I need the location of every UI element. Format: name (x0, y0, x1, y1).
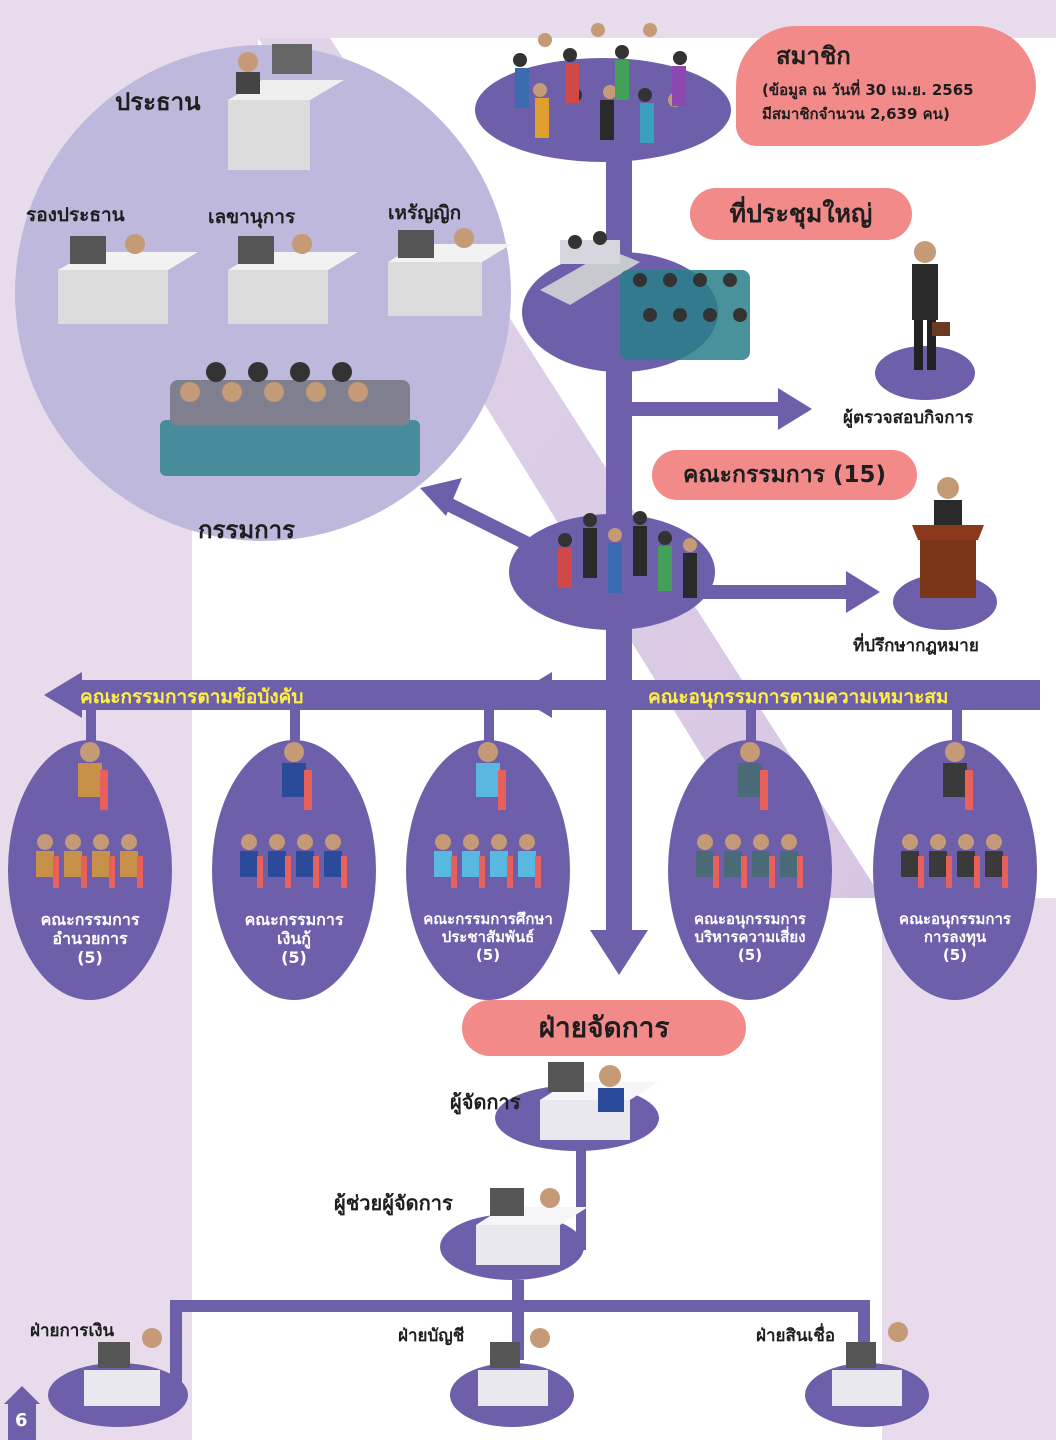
directors-group-illustration (160, 362, 420, 476)
committee-bar-arrow-mid (514, 672, 552, 718)
secretary-desk-illustration (228, 234, 358, 324)
committee-label-2: คณะกรรมการ เงินกู้ (5) (244, 910, 344, 968)
legal-arrowhead (846, 571, 880, 613)
auditor-platform (875, 346, 975, 400)
page-number: 6 (15, 1410, 28, 1431)
members-note-line2: มีสมาชิกจำนวน 2,639 คน) (762, 105, 950, 123)
board-crowd-illustration (558, 511, 697, 598)
auditor-arrow-line (632, 402, 792, 416)
committee-label-1: คณะกรรมการ อำนวยการ (5) (40, 910, 140, 968)
committee-bar-arrow-left (44, 672, 82, 718)
board-circle-arrowhead (420, 478, 462, 516)
vice-chairman-desk-illustration (58, 234, 198, 324)
department-credit-label: ฝ่ายสินเชื่อ (756, 1326, 836, 1346)
committee-figures-2 (240, 742, 347, 888)
committee-figures-4 (696, 742, 803, 888)
assistant-desk-illustration (476, 1188, 588, 1265)
management-bubble: ฝ่ายจัดการ (462, 1000, 746, 1056)
auditor-label: ผู้ตรวจสอบกิจการ (843, 408, 974, 428)
auditor-arrowhead (778, 388, 812, 430)
auditor-figure (912, 241, 950, 370)
finance-desk-illustration (84, 1328, 162, 1406)
department-finance-label: ฝ่ายการเงิน (30, 1321, 115, 1341)
vice-chairman-label: รองประธาน (26, 204, 125, 226)
legal-advisor-podium (912, 477, 984, 598)
appropriate-subcommittees-heading: คณะอนุกรรมการตามความเหมาะสม (648, 686, 949, 708)
directors-label: กรรมการ (198, 516, 296, 544)
accounting-desk-illustration (478, 1328, 550, 1406)
members-note-line1: (ข้อมูล ณ วันที่ 30 เม.ย. 2565 (762, 81, 974, 99)
treasurer-label: เหรัญญิก (388, 202, 462, 224)
committee-label-5: คณะอนุกรรมการ การลงทุน (5) (899, 910, 1011, 964)
regulation-committees-heading: คณะกรรมการตามข้อบังคับ (80, 686, 304, 708)
committee-oval-1 (8, 740, 172, 1000)
board-bubble: คณะกรรมการ (15) (652, 450, 917, 500)
secretary-label: เลขานุการ (208, 206, 296, 228)
committee-label-3: คณะกรรมการศึกษา ประชาสัมพันธ์ (5) (423, 910, 553, 964)
committee-figures-1 (36, 742, 143, 888)
committee-figures-3 (434, 742, 541, 888)
members-crowd-illustration (513, 23, 687, 143)
committee-figures-5 (901, 742, 1008, 888)
manager-desk-illustration (540, 1062, 658, 1140)
general-meeting-bubble: ที่ประชุมใหญ่ (690, 188, 912, 240)
members-title: สมาชิก (776, 42, 851, 70)
home-icon (4, 1386, 40, 1440)
legal-advisor-label: ที่ปรึกษากฎหมาย (853, 636, 979, 656)
arrow-to-management (590, 930, 648, 975)
general-meeting-illustration (540, 231, 750, 360)
members-bubble: สมาชิก (ข้อมูล ณ วันที่ 30 เม.ย. 2565 มี… (736, 26, 1036, 146)
committee-oval-2 (212, 740, 376, 1000)
manager-label: ผู้จัดการ (450, 1090, 521, 1114)
committee-oval-5 (873, 740, 1037, 1000)
assistant-manager-label: ผู้ช่วยผู้จัดการ (334, 1191, 453, 1215)
chairman-desk-illustration (228, 44, 344, 170)
committee-oval-3 (406, 740, 570, 1000)
legal-arrow-line (700, 585, 860, 599)
department-accounting-label: ฝ่ายบัญชี (398, 1326, 465, 1346)
credit-desk-illustration (832, 1322, 908, 1406)
manager-to-assistant-line (576, 1140, 586, 1250)
committee-label-4: คณะอนุกรรมการ บริหารความเสี่ยง (5) (694, 910, 806, 964)
chairman-label: ประธาน (115, 88, 201, 116)
committee-bar (70, 680, 1040, 710)
committee-oval-4 (668, 740, 832, 1000)
treasurer-desk-illustration (388, 228, 512, 316)
